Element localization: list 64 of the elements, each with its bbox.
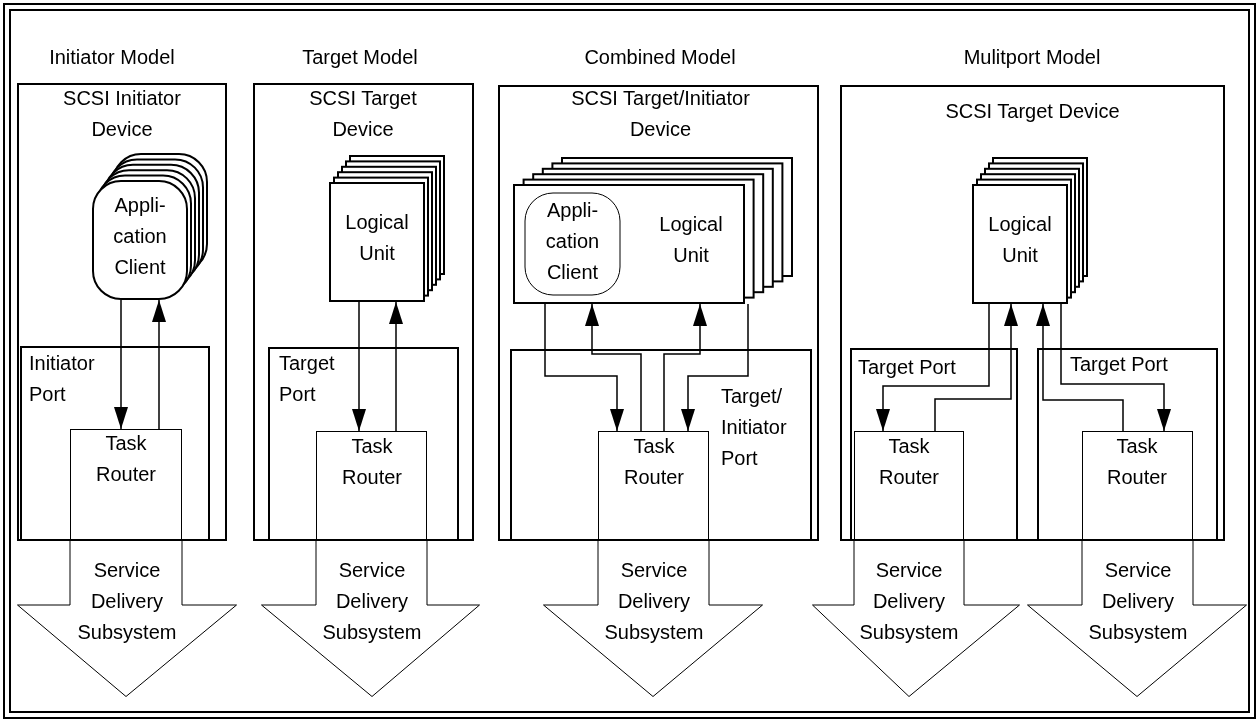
port-label: Target Port [1070, 352, 1169, 377]
node-label: Appli- cation Client [544, 198, 601, 285]
device-title: SCSI Initiator Device [62, 86, 182, 142]
arrow [934, 303, 1018, 432]
arrow [152, 299, 166, 430]
node-label: Logical Unit [658, 212, 724, 268]
delivery-subsystem-shape [812, 541, 1020, 697]
model-title: Target Model [301, 45, 419, 69]
node-label: Task Router [878, 434, 940, 490]
logical-unit-stack [972, 157, 1088, 304]
delivery-subsystem-shape [17, 541, 237, 697]
model-title: Mulitport Model [962, 45, 1102, 69]
arrow [663, 303, 707, 432]
node-label: Service Delivery Subsystem [76, 558, 178, 645]
node-label: Task Router [95, 431, 157, 487]
logical-unit-stack [329, 155, 445, 302]
node-label: Service Delivery Subsystem [858, 558, 960, 645]
node-label: Service Delivery Subsystem [1087, 558, 1189, 645]
node-label: Appli- cation Client [112, 193, 168, 280]
delivery-subsystem-shape [1027, 541, 1247, 697]
node-label: Service Delivery Subsystem [603, 558, 705, 645]
arrow [1036, 303, 1124, 432]
task-router-box [1082, 431, 1193, 539]
device-title: SCSI Target Device [308, 86, 418, 142]
arrow [585, 303, 642, 432]
port-label: Initiator Port [29, 351, 96, 407]
node-label: Logical Unit [987, 212, 1053, 268]
device-box [17, 83, 227, 541]
node-label: Logical Unit [344, 210, 410, 266]
port-box [268, 347, 459, 541]
delivery-subsystem-shape [543, 541, 763, 697]
port-label: Target Port [279, 351, 336, 407]
port-label: Target Port [858, 355, 957, 380]
device-box [498, 85, 819, 541]
device-title: SCSI Target Device [944, 99, 1121, 124]
port-box [510, 349, 812, 541]
port-box [20, 346, 210, 541]
arrow [1060, 303, 1171, 432]
arrow [352, 301, 366, 432]
node-label: Task Router [1106, 434, 1168, 490]
port-box [1037, 348, 1218, 541]
device-title: SCSI Target/Initiator Device [570, 86, 751, 142]
application-client-box [524, 192, 621, 296]
node-label: Task Router [623, 434, 685, 490]
arrow [389, 301, 403, 432]
task-router-box [316, 431, 427, 539]
task-router-box [70, 429, 182, 539]
port-box [850, 348, 1018, 541]
device-box [840, 85, 1225, 541]
task-router-box [598, 431, 709, 539]
node-label: Task Router [341, 434, 403, 490]
model-title: Combined Model [583, 45, 737, 69]
node-label: Service Delivery Subsystem [321, 558, 423, 645]
logical-unit-stack [513, 157, 793, 304]
arrow [544, 303, 624, 432]
port-label: Target/ Initiator Port [721, 384, 788, 471]
device-box [253, 83, 474, 541]
arrow [876, 303, 990, 432]
delivery-subsystem-shape [261, 541, 480, 697]
application-client-stack [92, 153, 208, 300]
arrow [114, 299, 128, 430]
task-router-box [854, 431, 964, 539]
arrow [681, 303, 749, 432]
model-title: Initiator Model [48, 45, 176, 69]
